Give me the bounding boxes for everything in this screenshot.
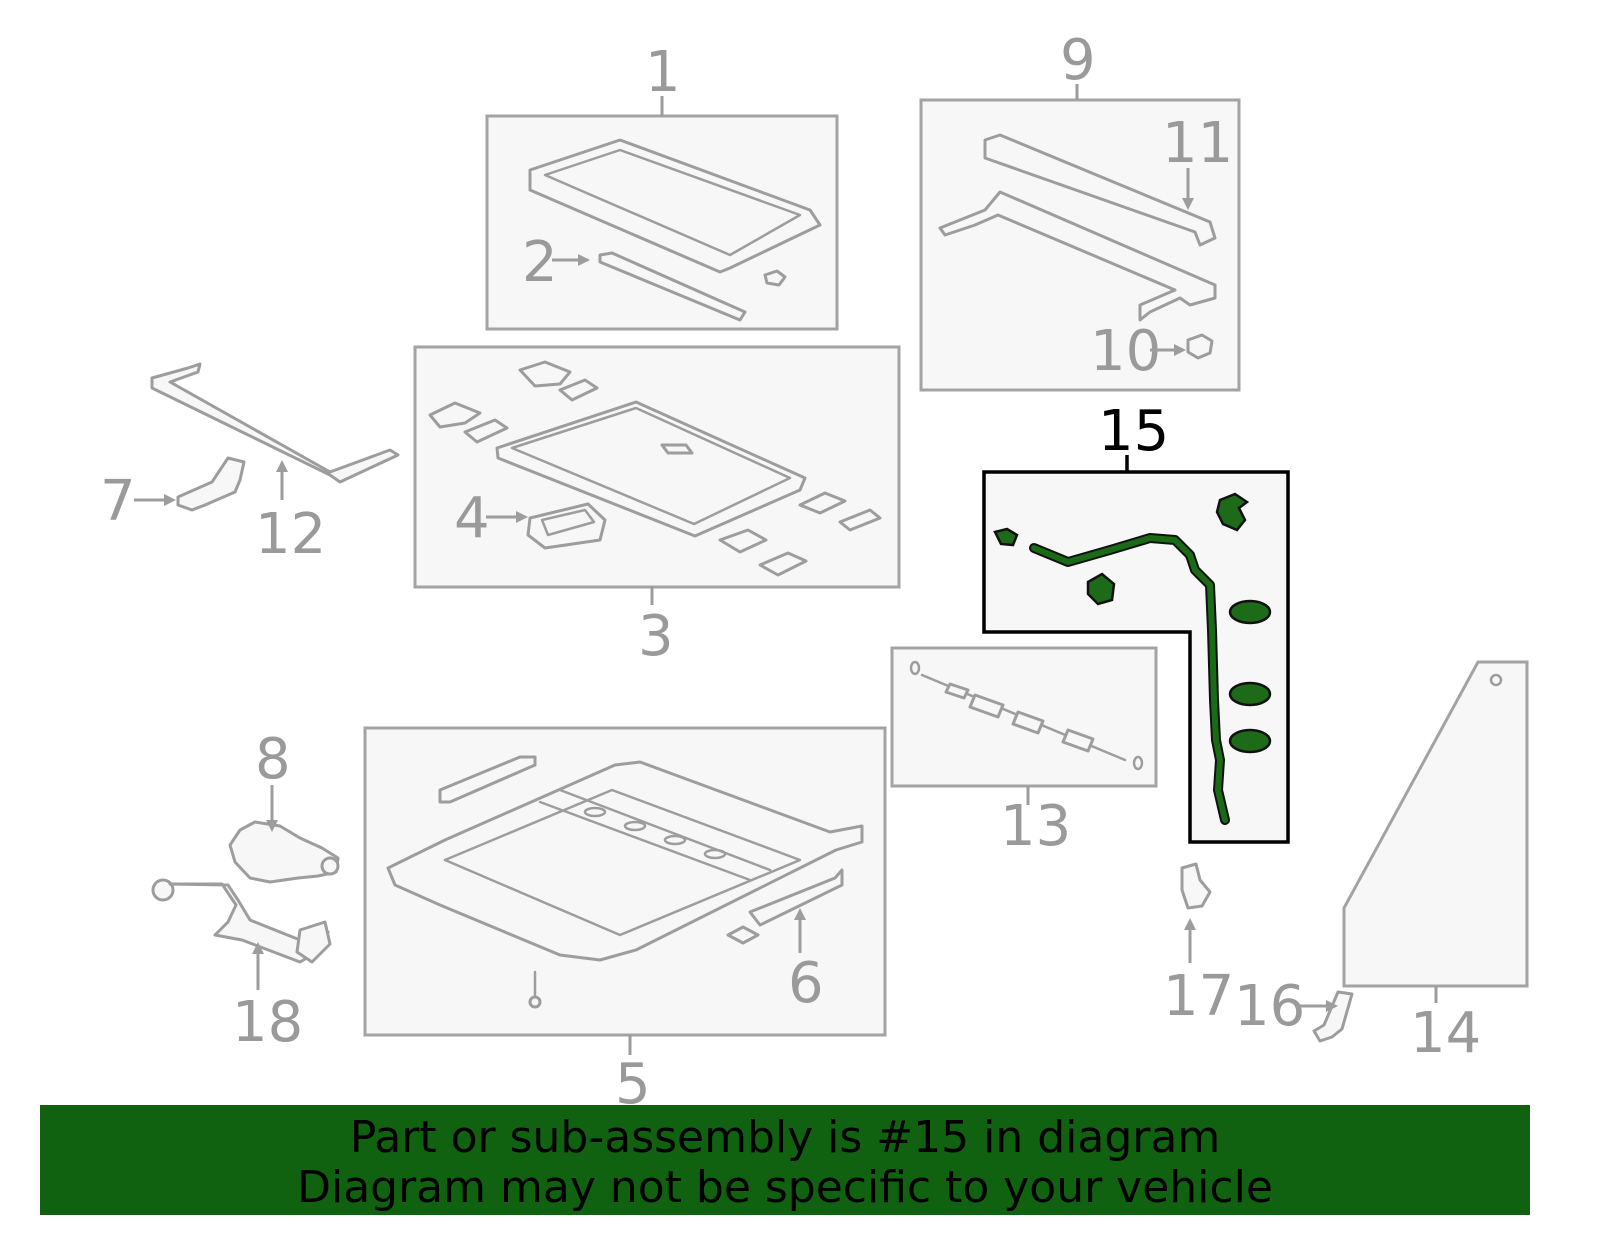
part-8[interactable] bbox=[228, 820, 340, 884]
part-12[interactable] bbox=[150, 362, 400, 484]
part-group-1[interactable] bbox=[485, 96, 839, 331]
callout-8: 8 bbox=[255, 727, 291, 792]
callout-9: 9 bbox=[1060, 28, 1096, 93]
callout-11: 11 bbox=[1162, 111, 1233, 176]
callout-2: 2 bbox=[522, 230, 558, 295]
banner-line-1: Part or sub-assembly is #15 in diagram bbox=[349, 1112, 1221, 1163]
info-banner: Part or sub-assembly is #15 in diagram D… bbox=[40, 1105, 1530, 1215]
callout-12-leader bbox=[276, 460, 288, 500]
part-group-13[interactable] bbox=[890, 646, 1158, 805]
callout-15: 15 bbox=[1098, 399, 1169, 464]
part-7[interactable] bbox=[176, 456, 246, 512]
callout-7: 7 bbox=[100, 469, 136, 534]
part-17[interactable] bbox=[1180, 862, 1212, 910]
part-16[interactable] bbox=[1312, 990, 1354, 1043]
banner-line-2: Diagram may not be specific to your vehi… bbox=[297, 1162, 1273, 1213]
callout-12: 12 bbox=[255, 502, 326, 567]
part-group-9[interactable] bbox=[919, 84, 1241, 392]
callout-1: 1 bbox=[645, 40, 681, 105]
callout-7-leader bbox=[134, 494, 176, 506]
callout-10-leader bbox=[1150, 344, 1186, 356]
callout-17-leader bbox=[1184, 918, 1196, 963]
callout-6-leader bbox=[794, 908, 806, 953]
callout-8-leader bbox=[266, 785, 278, 832]
callout-11-leader bbox=[1182, 168, 1194, 210]
callout-16: 16 bbox=[1234, 974, 1305, 1039]
callout-4: 4 bbox=[454, 486, 490, 551]
callout-6: 6 bbox=[788, 951, 824, 1016]
callout-18-leader bbox=[252, 942, 264, 990]
part-18[interactable] bbox=[151, 878, 332, 964]
callout-16-leader bbox=[1295, 1000, 1338, 1012]
part-group-15-highlight[interactable] bbox=[982, 455, 1290, 844]
callout-18: 18 bbox=[232, 990, 303, 1055]
part-group-5[interactable] bbox=[363, 726, 887, 1055]
callout-17: 17 bbox=[1163, 964, 1234, 1029]
part-group-14[interactable] bbox=[1342, 660, 1529, 1003]
callout-14: 14 bbox=[1410, 1001, 1481, 1066]
callout-2-leader bbox=[552, 254, 590, 266]
callout-4-leader bbox=[486, 511, 528, 523]
callout-10: 10 bbox=[1090, 319, 1161, 384]
callout-3: 3 bbox=[638, 604, 674, 669]
part-group-3[interactable] bbox=[413, 345, 901, 605]
callout-13: 13 bbox=[1000, 794, 1071, 859]
